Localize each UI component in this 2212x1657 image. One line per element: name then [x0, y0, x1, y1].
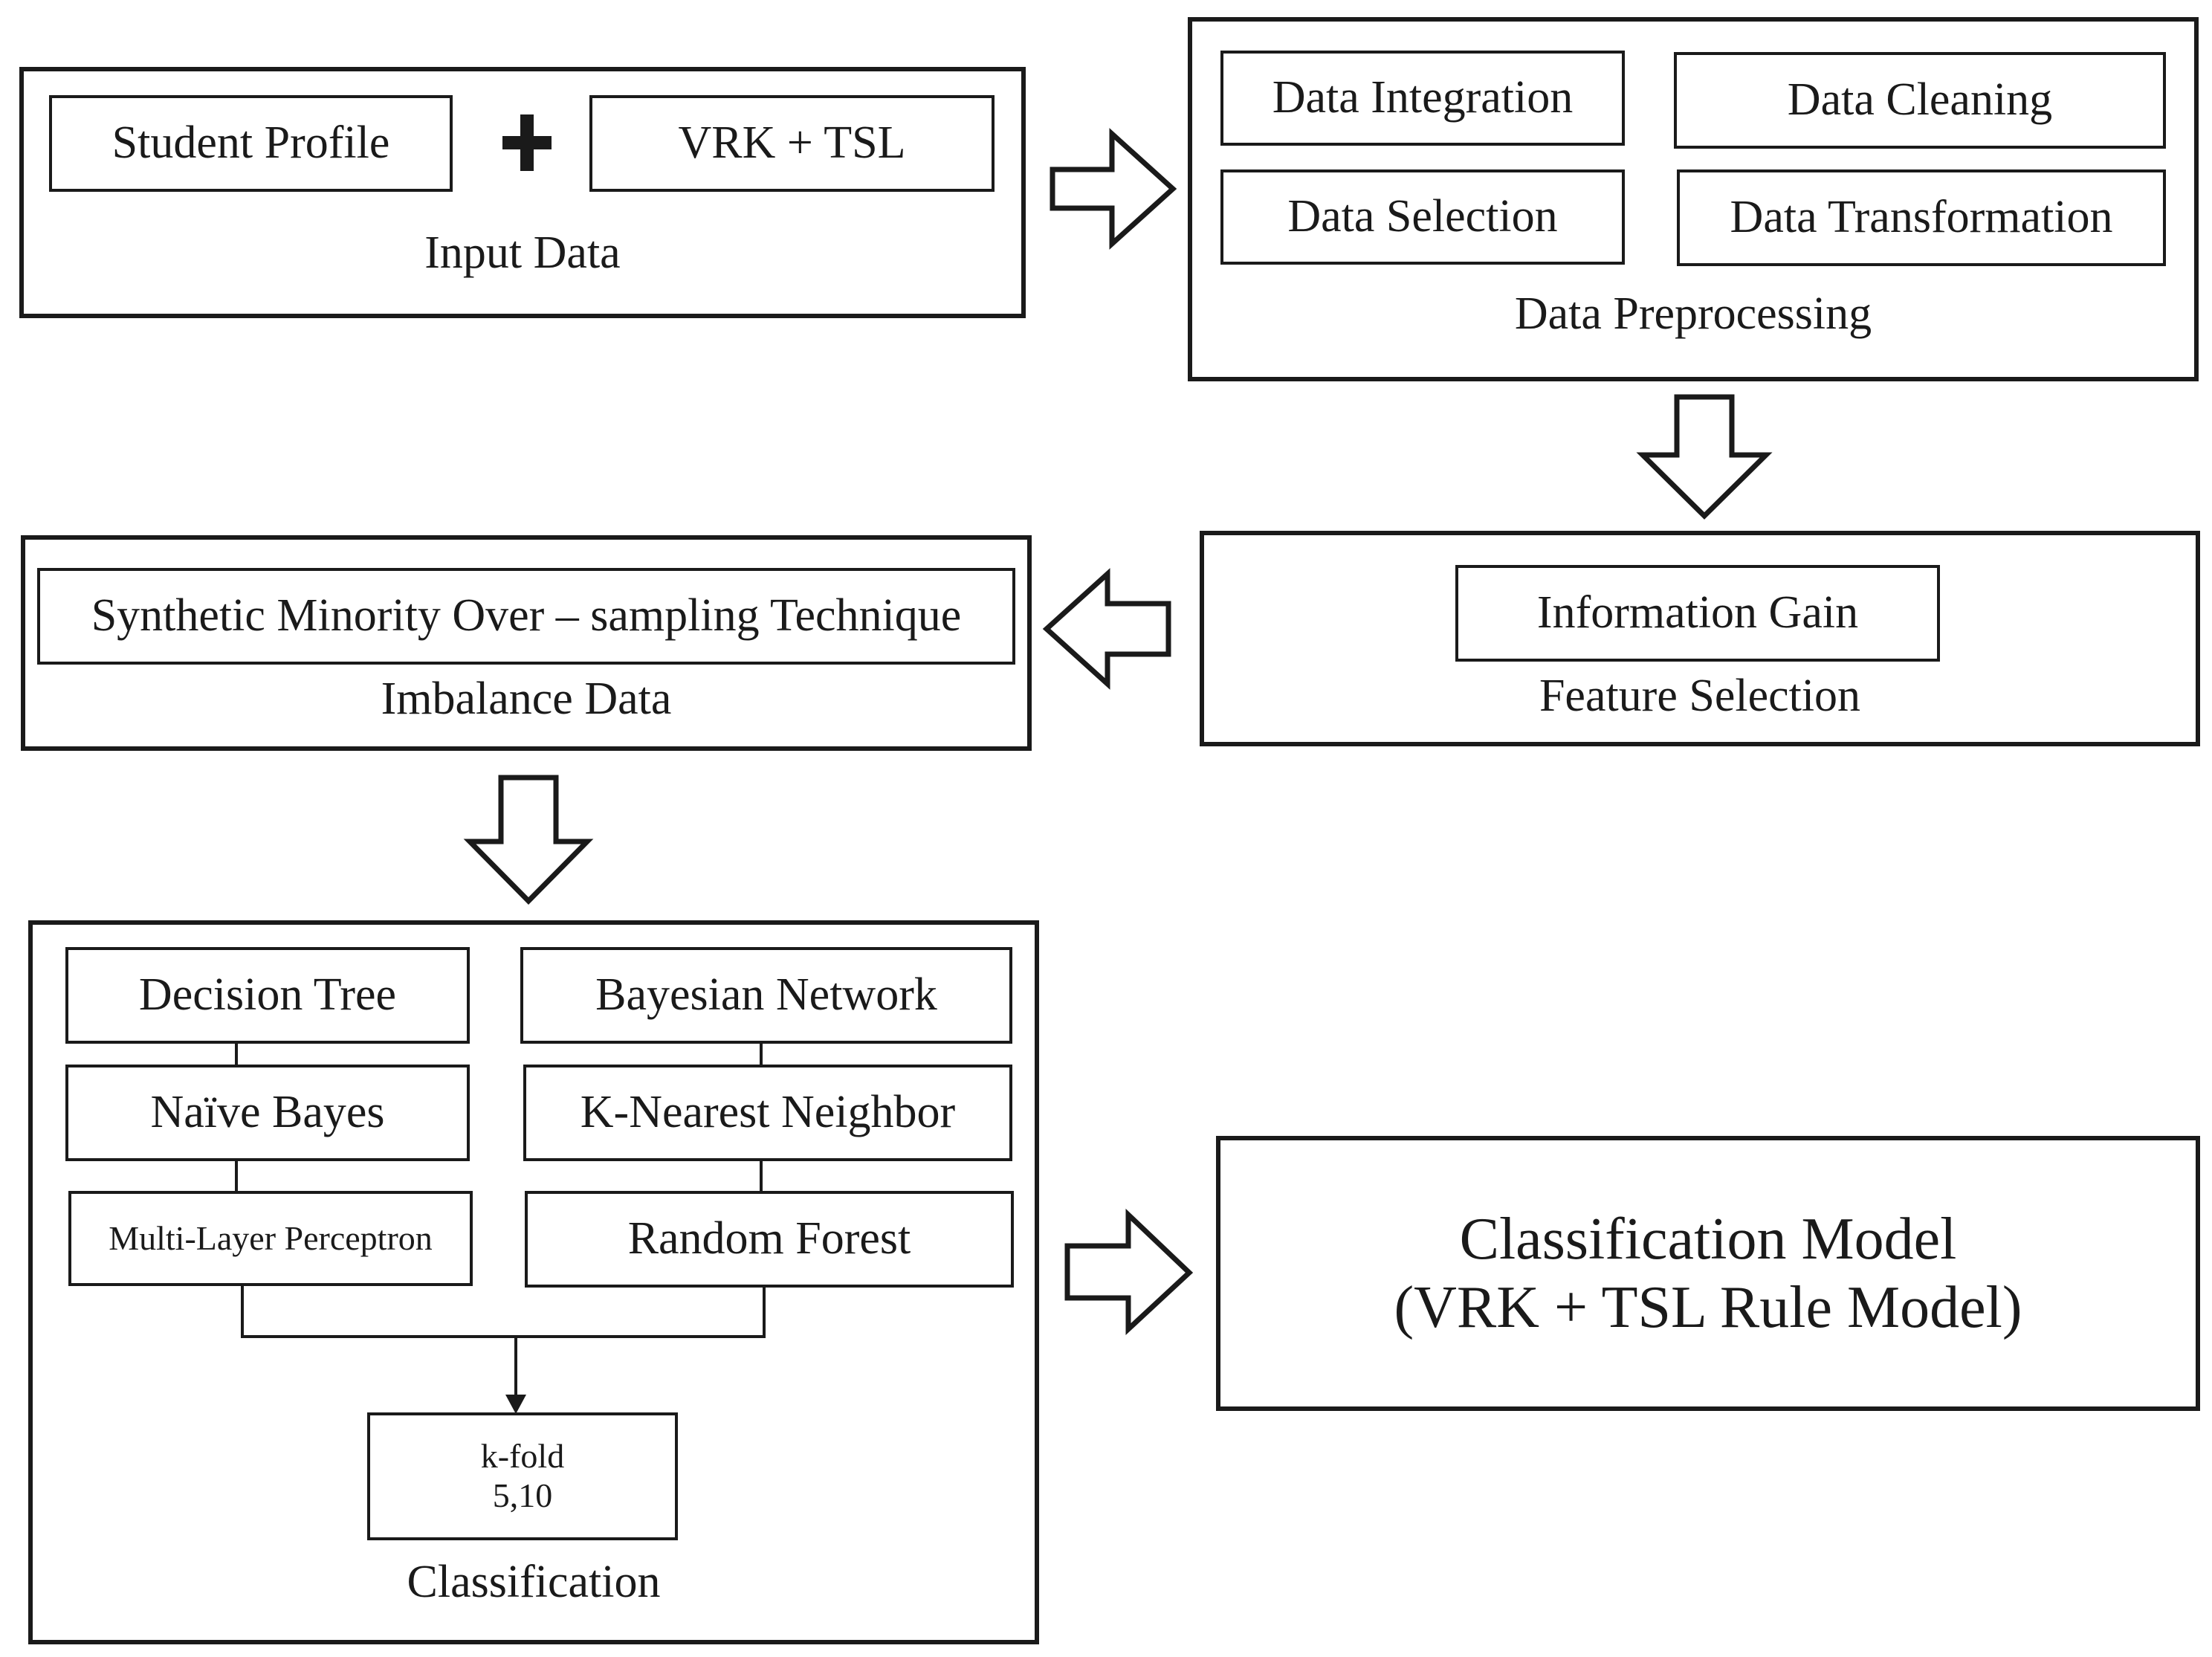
arrow-right-icon [1050, 128, 1177, 250]
data-integration-box: Data Integration [1220, 51, 1625, 146]
vrk-tsl-box: VRK + TSL [589, 95, 995, 192]
input-data-caption: Input Data [424, 227, 621, 278]
data-cleaning-box: Data Cleaning [1674, 52, 2166, 149]
arrow-down-icon [1636, 394, 1773, 520]
bayesian-network-box: Bayesian Network [520, 947, 1012, 1044]
feature-selection-caption: Feature Selection [1539, 670, 1861, 721]
plus-icon [502, 114, 552, 171]
kfold-values: 5,10 [492, 1476, 553, 1514]
classification-model-box: Classification Model (VRK + TSL Rule Mod… [1216, 1136, 2200, 1411]
smote-box: Synthetic Minority Over – sampling Techn… [37, 568, 1015, 665]
random-forest-box: Random Forest [525, 1191, 1014, 1288]
data-selection-box: Data Selection [1220, 169, 1625, 265]
data-preprocessing-caption: Data Preprocessing [1514, 288, 1872, 339]
imbalance-data-caption: Imbalance Data [381, 673, 672, 724]
arrow-down-icon [463, 775, 594, 905]
mlp-box: Multi-Layer Perceptron [68, 1191, 473, 1286]
classification-caption: Classification [407, 1556, 661, 1607]
classification-model-title: Classification Model [1459, 1207, 1957, 1272]
data-transformation-box: Data Transformation [1677, 169, 2166, 266]
information-gain-box: Information Gain [1455, 565, 1940, 662]
knn-box: K-Nearest Neighbor [523, 1065, 1012, 1161]
decision-tree-box: Decision Tree [65, 947, 470, 1044]
kfold-box: k-fold 5,10 [367, 1412, 678, 1540]
arrow-right-icon [1064, 1208, 1194, 1336]
kfold-label: k-fold [480, 1437, 565, 1476]
classification-model-subtitle: (VRK + TSL Rule Model) [1394, 1275, 2022, 1340]
naive-bayes-box: Naïve Bayes [65, 1065, 470, 1161]
arrow-left-icon [1042, 568, 1171, 690]
student-profile-box: Student Profile [49, 95, 453, 192]
